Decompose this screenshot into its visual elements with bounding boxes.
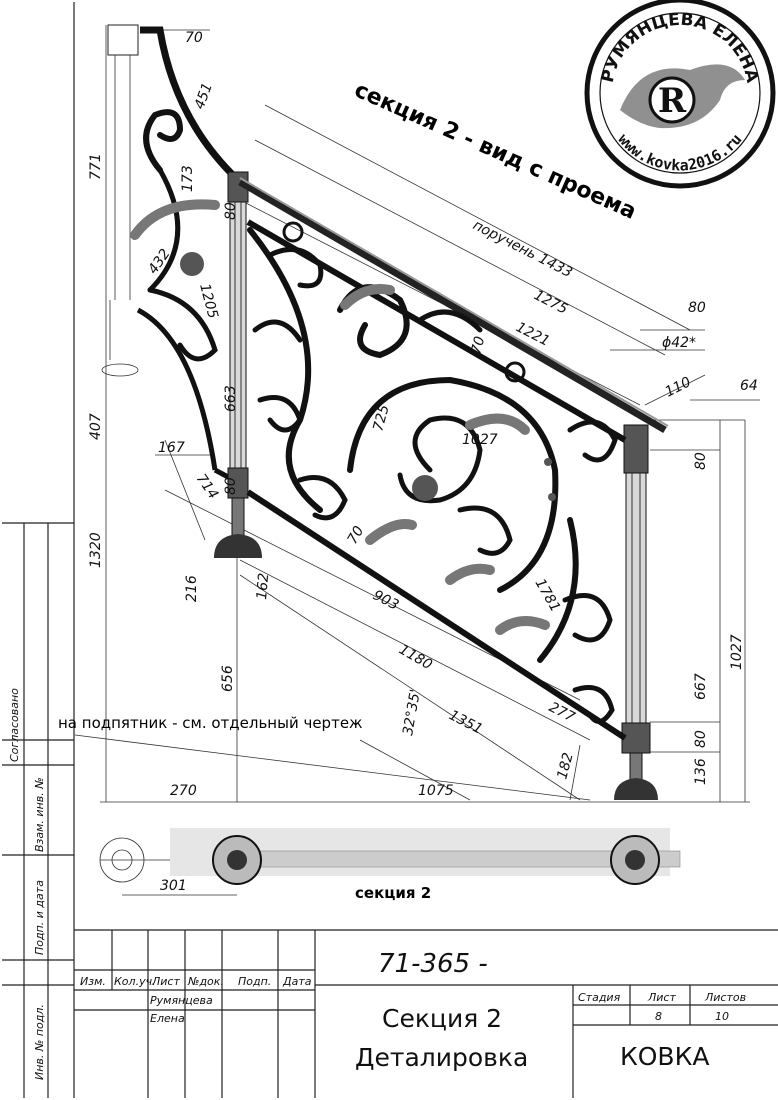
dim-270: 270 (170, 783, 197, 799)
col-ndok: №док. (187, 975, 224, 988)
col-data: Дата (282, 975, 312, 988)
col-koluch: Кол.уч. (114, 975, 156, 988)
stamp-soglasovano: Согласовано (8, 688, 21, 762)
company-name: КОВКА (620, 1042, 709, 1071)
left-newel-post (214, 171, 262, 558)
dim-42: ϕ42* (662, 335, 696, 351)
plan-label: секция 2 (355, 884, 431, 902)
dim-136: 136 (693, 758, 709, 785)
listov-label: Листов (704, 991, 746, 1004)
stamp-inv-podl: Инв. № подл. (33, 1004, 46, 1080)
dim-656: 656 (220, 665, 236, 692)
handrail-label: поручень 1433 (470, 217, 575, 281)
left-wall-post (101, 24, 139, 377)
col-izm: Изм. (80, 975, 106, 988)
dim-162: 162 (254, 572, 272, 600)
dim-725: 725 (370, 403, 392, 433)
list-value: 8 (655, 1010, 662, 1023)
list-label: Лист (647, 991, 676, 1004)
dim-771: 771 (88, 153, 104, 180)
stamp-podp-data: Подп. и дата (33, 880, 46, 955)
dim-80-r2: 80 (693, 730, 709, 748)
note-label: на подпятник - см. отдельный чертеж (58, 714, 363, 732)
dim-1275: 1275 (531, 287, 570, 317)
drawing-code: 71-365 - (378, 949, 488, 979)
dim-714: 714 (193, 471, 221, 502)
dim-80-a: 80 (223, 202, 239, 220)
right-newel-post (614, 424, 658, 800)
dim-173: 173 (180, 165, 196, 192)
listov-value: 10 (715, 1010, 729, 1023)
dim-1351: 1351 (446, 707, 485, 737)
author-line1: Румянцева (150, 994, 213, 1007)
dim-1205: 1205 (196, 282, 221, 321)
col-list: Лист (151, 975, 180, 988)
dim-667: 667 (693, 673, 709, 700)
dim-70-mid: 70 (468, 335, 488, 356)
stadia-label: Стадия (578, 991, 621, 1004)
plan-view: секция 2 (99, 828, 681, 902)
dim-80-b: 80 (223, 477, 239, 495)
dim-80-sq: 80 (688, 300, 706, 316)
stamp-vzam: Взам. инв. № (33, 777, 46, 852)
dim-451: 451 (192, 81, 216, 112)
author-line2: Елена (150, 1012, 185, 1025)
dim-70-top: 70 (185, 30, 203, 46)
dim-182: 182 (554, 751, 576, 781)
dim-64: 64 (740, 378, 758, 394)
dim-301: 301 (160, 878, 187, 894)
title-line1: Секция 2 (382, 1004, 502, 1033)
dim-1075: 1075 (418, 783, 454, 799)
dim-663: 663 (223, 385, 239, 412)
dim-167: 167 (158, 440, 185, 456)
logo-seal: РУМЯНЦЕВА ЕЛЕНА www.kovka2016.ru R (584, 0, 776, 189)
dim-70-low: 70 (345, 523, 368, 547)
dim-407: 407 (88, 413, 104, 440)
dim-80-r: 80 (693, 452, 709, 470)
dim-1180: 1180 (396, 642, 435, 674)
dim-1320: 1320 (88, 532, 104, 568)
dim-1781: 1781 (532, 576, 564, 615)
side-stamp: Согласовано Взам. инв. № Подп. и дата Ин… (2, 523, 74, 1098)
dim-32: 32°35' (400, 688, 424, 737)
dim-216: 216 (184, 575, 200, 602)
title-block: 71-365 - Изм. Кол.уч. Лист №док. Подп. Д… (74, 930, 778, 1098)
dim-110: 110 (663, 374, 694, 400)
dim-1027-inner: 1027 (462, 432, 498, 448)
col-podp: Подп. (238, 975, 271, 988)
forged-ornament (130, 109, 618, 724)
title-line2: Деталировка (355, 1043, 528, 1072)
logo-letter: R (658, 81, 687, 121)
dim-1027-right: 1027 (729, 634, 745, 670)
